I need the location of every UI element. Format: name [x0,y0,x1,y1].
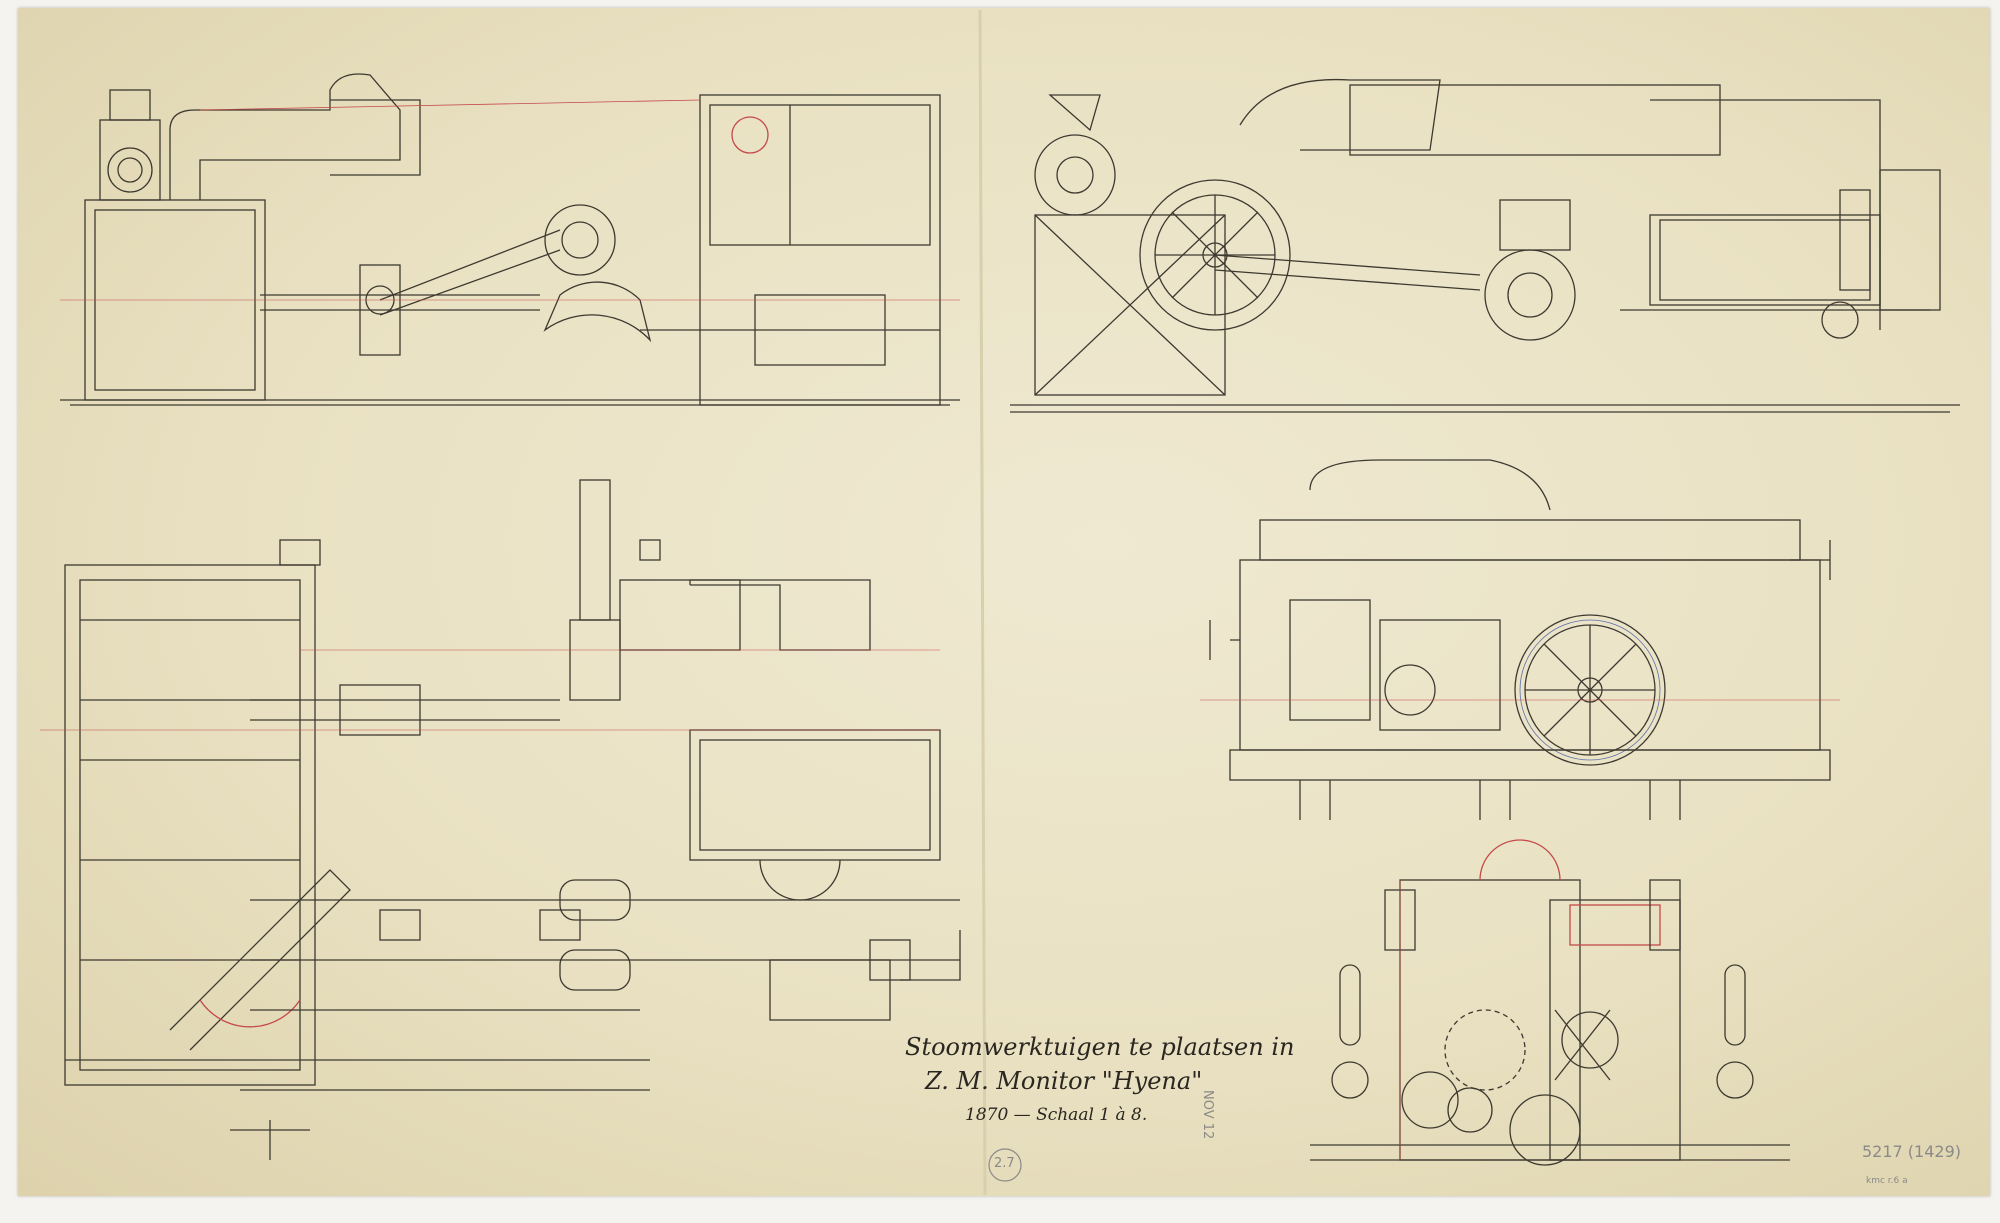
drawing-title-block: Stoomwerktuigen te plaatsen in Z. M. Mon… [905,1030,1294,1132]
end-elevation [1200,459,1840,820]
inventory-number: 5217 (1429) [1862,1142,1962,1161]
pencil-note-small: kmc r.6 a [1866,1176,1908,1186]
vertical-pencil-note: NOV 12 [1200,1090,1215,1140]
cross-section [1310,839,1790,1166]
fold-line [978,9,987,1196]
plan-view [40,479,961,1160]
side-elevation-left [60,73,960,406]
pencil-circle [988,1148,1022,1182]
title-line-3-scale: 1870 — Schaal 1 à 8. [965,1105,1148,1125]
paper-background [18,8,1990,1196]
title-line-2: Z. M. Monitor "Hyena" [925,1067,1203,1095]
side-elevation-right [1010,78,1960,413]
circled-number: 2.7 [994,1156,1015,1171]
title-line-1: Stoomwerktuigen te plaatsen in [905,1033,1295,1061]
